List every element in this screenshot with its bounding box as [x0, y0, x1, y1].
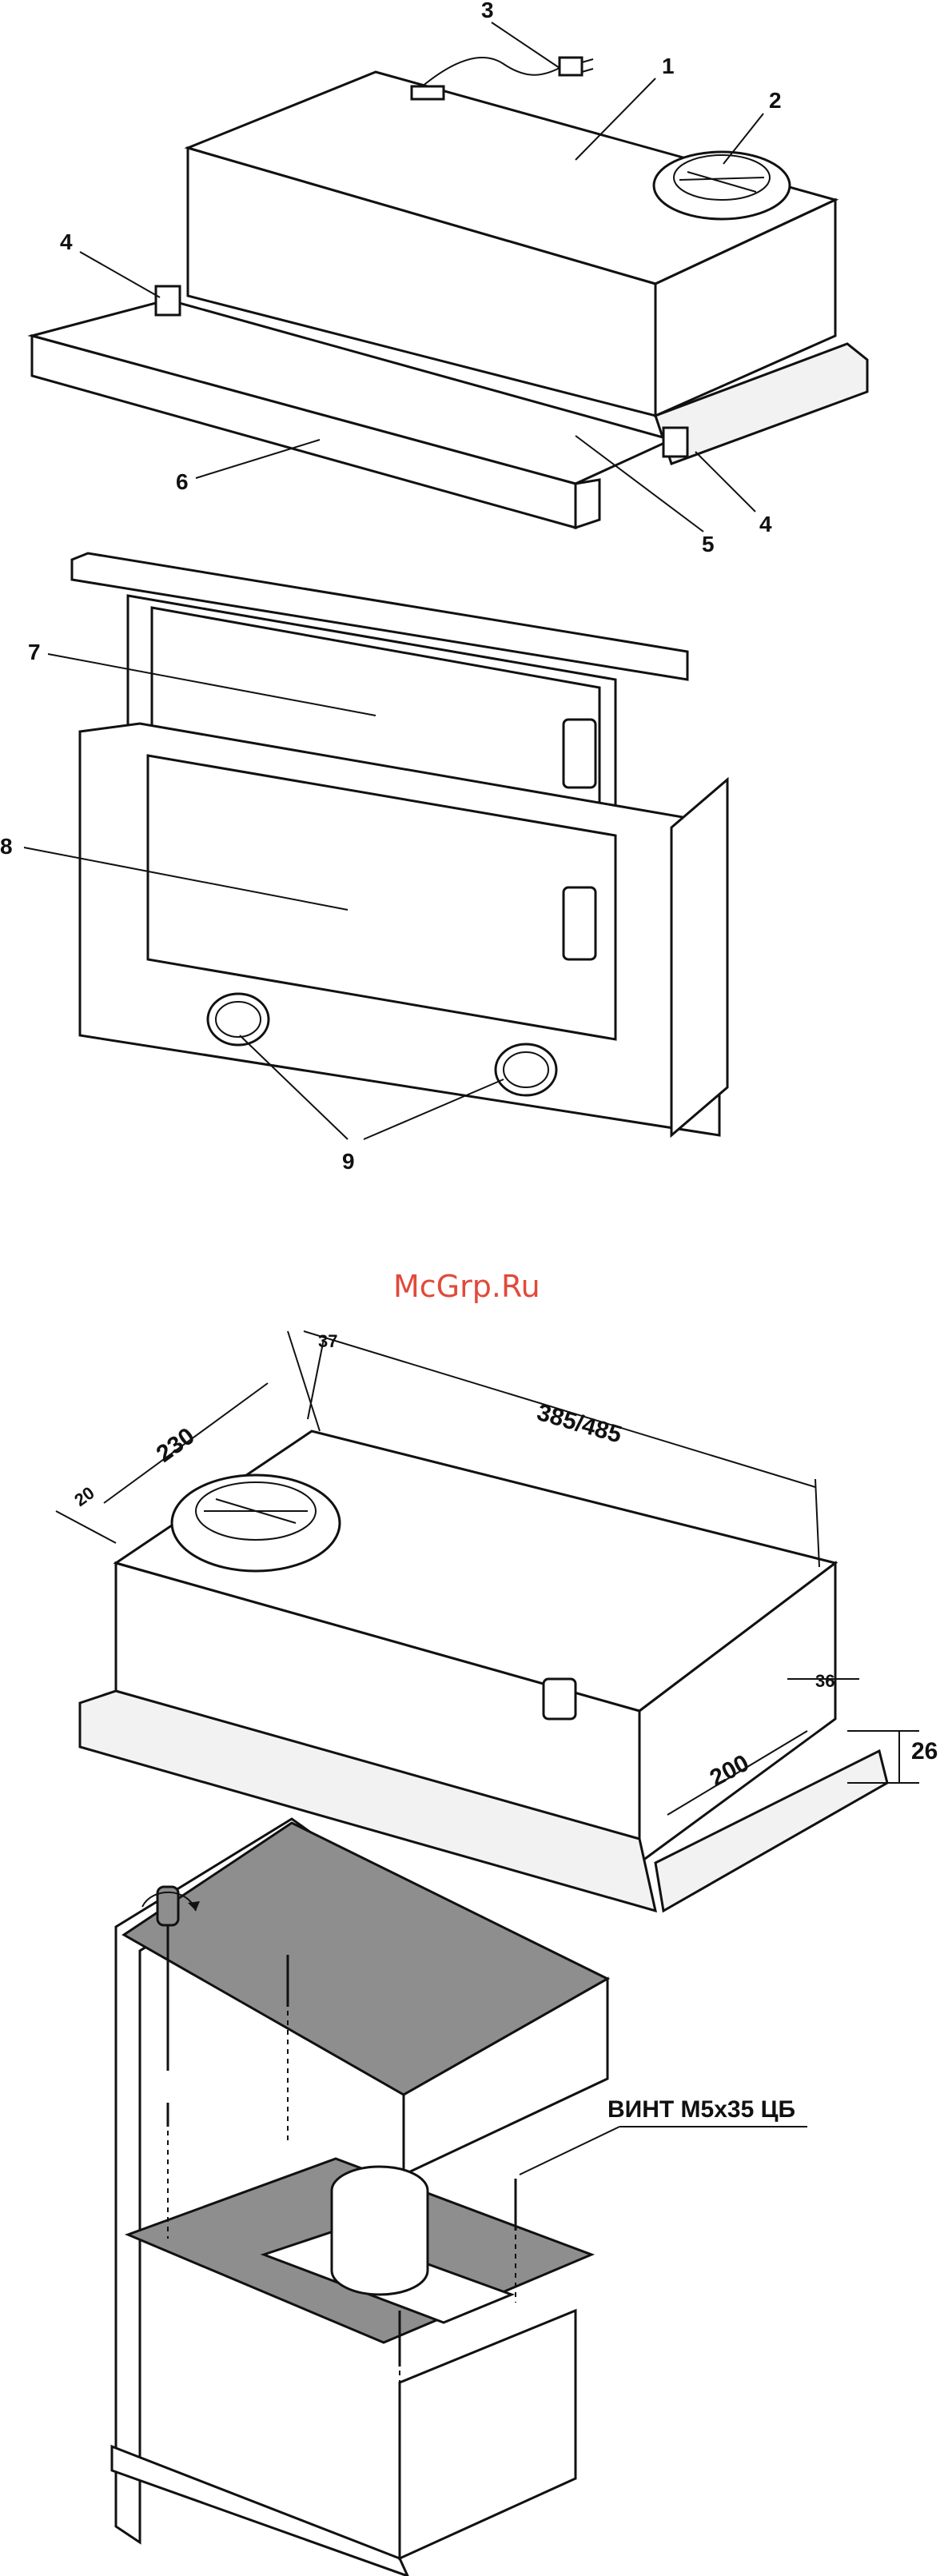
latch-right	[663, 428, 687, 457]
dim-mount-clip	[544, 1679, 576, 1719]
plug	[560, 58, 582, 75]
dim-230: 230	[152, 1423, 200, 1468]
callout-9: 9	[342, 1149, 355, 1174]
lower-filter-handle	[564, 887, 595, 959]
callout-4-right: 4	[759, 512, 772, 536]
figure-cabinet-installation: ВИНТ M5x35 ЦБ	[112, 1819, 807, 2576]
callout-8: 8	[0, 834, 13, 859]
callout-1: 1	[662, 54, 675, 78]
callout-6: 6	[176, 469, 189, 494]
hood-side-lower	[671, 780, 727, 1135]
cabinet-front-rail	[112, 2446, 408, 2576]
cabinet-side-panel	[400, 2311, 576, 2558]
callout-7: 7	[28, 640, 41, 664]
dim-26: 26	[911, 1738, 938, 1765]
figure-dimensions: 37 385/485 230 20 36 26 200	[56, 1331, 938, 1911]
callout-5: 5	[702, 532, 715, 556]
callout-3: 3	[481, 0, 494, 22]
dim-37: 37	[318, 1331, 337, 1351]
duct-collar-body	[332, 2191, 428, 2295]
figure-hood-parts: 1 2 3 4 4 5 6	[32, 0, 867, 556]
cord-clamp	[412, 86, 444, 99]
latch-left	[156, 286, 180, 315]
callout-4-left: 4	[60, 229, 73, 254]
dim-36: 36	[815, 1671, 834, 1691]
outlet-collar	[654, 152, 790, 219]
dim-20: 20	[70, 1482, 98, 1510]
callout-2: 2	[769, 88, 782, 113]
dim-385-485: 385/485	[534, 1399, 624, 1449]
figure-hood-underside: 7 8 9	[0, 553, 727, 1174]
screw-spec-label: ВИНТ M5x35 ЦБ	[607, 2096, 795, 2123]
upper-filter-handle	[564, 720, 595, 788]
watermark-text: McGrp.Ru	[393, 1269, 540, 1304]
dim-outlet-collar	[172, 1475, 340, 1571]
